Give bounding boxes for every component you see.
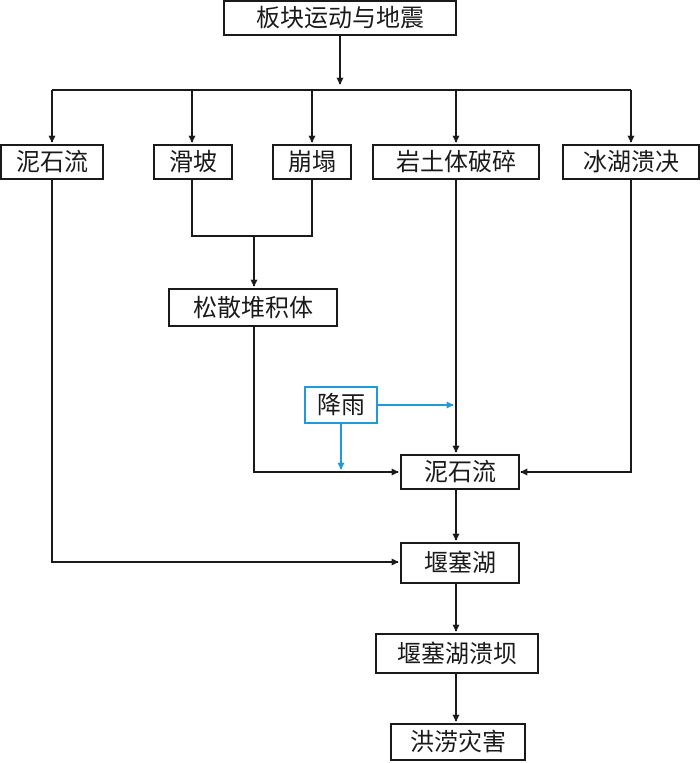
node-debris-flow-mid: 泥石流 <box>400 454 520 490</box>
node-barrier-lake: 堰塞湖 <box>400 542 520 584</box>
node-plate-movement-earthquake: 板块运动与地震 <box>223 0 457 36</box>
node-rock-soil-fragmentation: 岩土体破碎 <box>372 144 540 180</box>
edge-loose-deposit-to-debris-flow <box>253 327 399 476</box>
node-flood-disaster: 洪涝灾害 <box>390 723 526 761</box>
edge-glacial-lake-to-debris-flow <box>520 180 632 476</box>
edge-debris-flow-top-to-barrier-lake <box>51 180 399 566</box>
node-landslide: 滑坡 <box>153 144 233 180</box>
node-loose-deposit: 松散堆积体 <box>168 288 338 327</box>
node-debris-flow-top: 泥石流 <box>0 144 104 180</box>
node-rainfall: 降雨 <box>304 386 378 424</box>
node-barrier-lake-breach: 堰塞湖溃坝 <box>375 633 539 674</box>
edge-landslide-collapse-merge <box>191 180 313 237</box>
node-collapse: 崩塌 <box>272 144 352 180</box>
node-glacial-lake-outburst: 冰湖溃决 <box>562 144 700 180</box>
